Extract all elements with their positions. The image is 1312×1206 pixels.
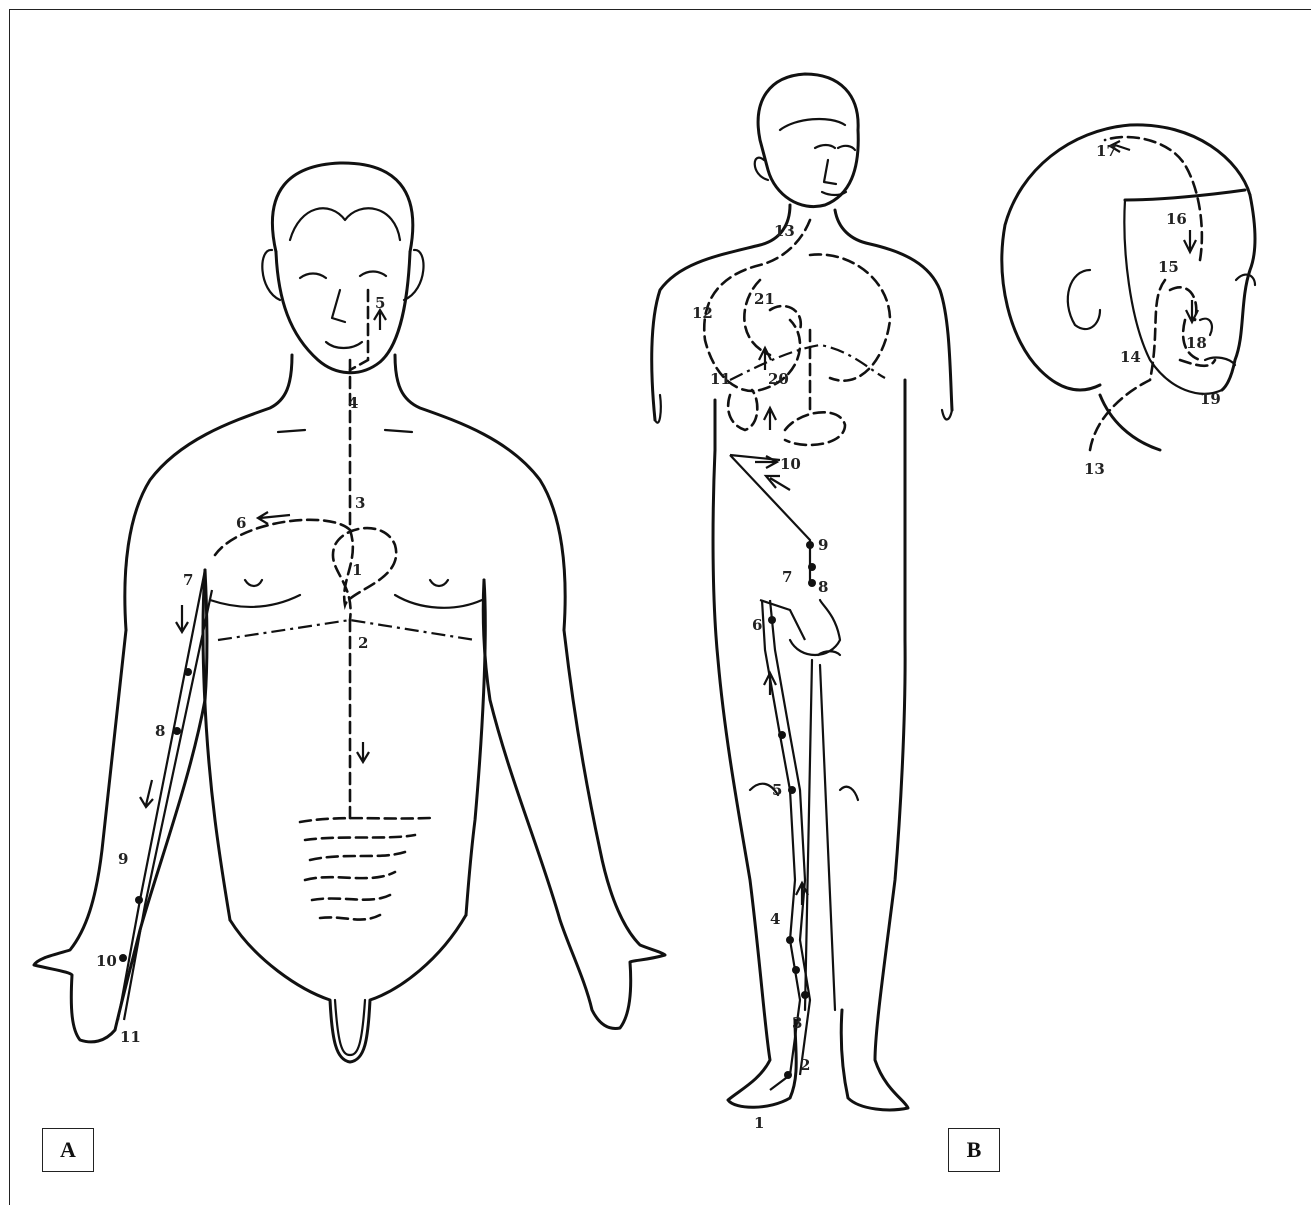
- label-b-4: 4: [770, 910, 780, 928]
- label-b-5: 5: [772, 781, 782, 799]
- label-b-7: 7: [782, 568, 792, 586]
- label-a-3: 3: [355, 494, 365, 512]
- label-b-10: 10: [780, 455, 801, 473]
- panel-label-a: A: [42, 1128, 94, 1172]
- label-b-6: 6: [752, 616, 762, 634]
- label-b-9: 9: [818, 536, 828, 554]
- label-inset-14: 14: [1120, 348, 1141, 366]
- label-inset-15: 15: [1158, 258, 1179, 276]
- label-inset-13: 13: [1084, 460, 1105, 478]
- label-b-20: 20: [768, 370, 789, 388]
- label-inset-18: 18: [1186, 334, 1207, 352]
- label-inset-16: 16: [1166, 210, 1187, 228]
- label-b-21: 21: [754, 290, 775, 308]
- label-a-10: 10: [96, 952, 117, 970]
- label-b-1: 1: [754, 1114, 764, 1132]
- label-b-12: 12: [692, 304, 713, 322]
- label-a-6: 6: [236, 514, 246, 532]
- label-b-2: 2: [800, 1056, 810, 1074]
- label-b-8: 8: [818, 578, 828, 596]
- label-b-11: 11: [710, 370, 731, 388]
- label-b-13: 13: [774, 222, 795, 240]
- figure-b: [652, 74, 952, 1110]
- label-a-8: 8: [155, 722, 165, 740]
- label-a-1: 1: [352, 561, 362, 579]
- label-a-2: 2: [358, 634, 368, 652]
- label-inset-19: 19: [1200, 390, 1221, 408]
- label-a-4: 4: [348, 394, 358, 412]
- label-a-7: 7: [183, 571, 193, 589]
- label-a-11: 11: [120, 1028, 141, 1046]
- figure-a: [34, 163, 665, 1062]
- point-labels-inset: 13 14 15 16 17 18 19: [1084, 142, 1221, 478]
- panel-label-b: B: [948, 1128, 1000, 1172]
- label-b-3: 3: [792, 1014, 802, 1032]
- label-a-9: 9: [118, 850, 128, 868]
- label-a-5: 5: [375, 294, 385, 312]
- label-inset-17: 17: [1096, 142, 1117, 160]
